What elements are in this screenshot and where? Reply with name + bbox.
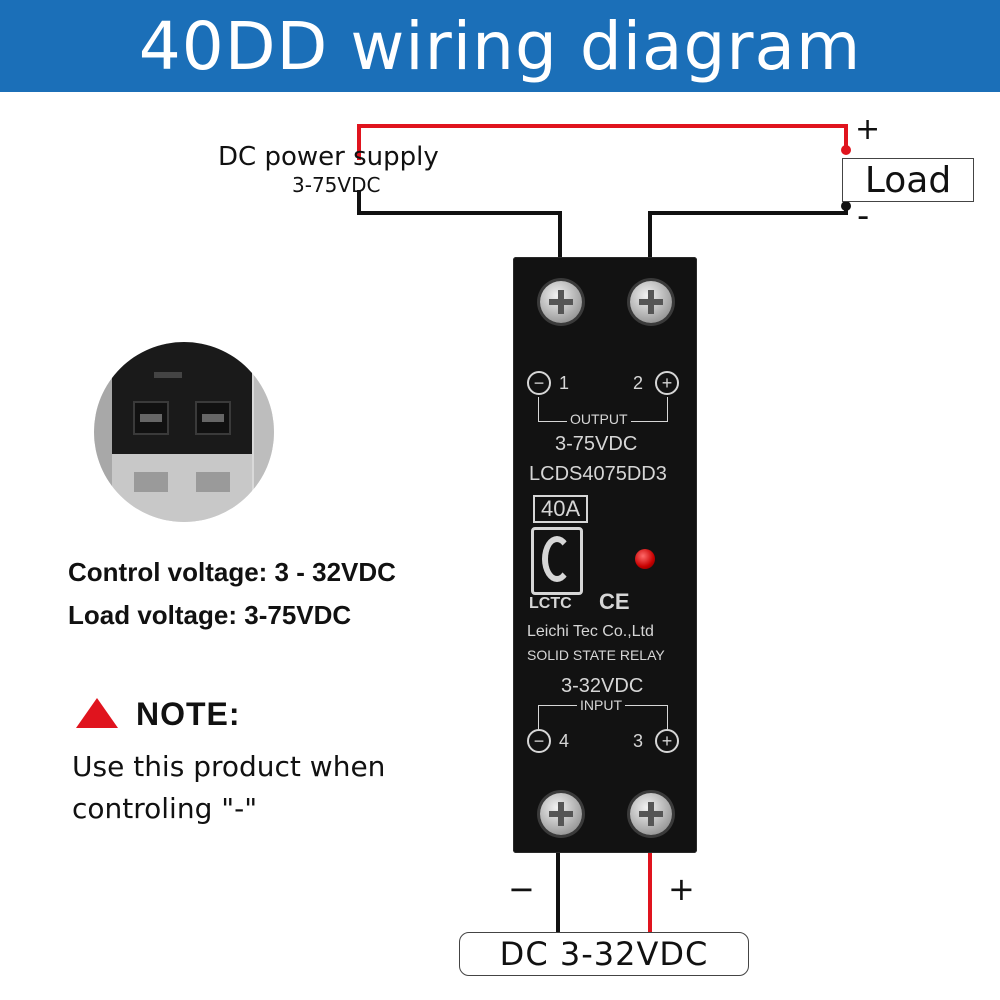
terminal-1-minus-icon: − [527, 371, 551, 395]
terminal-3-screw-icon [630, 793, 672, 835]
product-name: SOLID STATE RELAY [527, 647, 665, 663]
output-voltage: 3-75VDC [555, 433, 638, 455]
load-plus-sign: + [855, 112, 881, 147]
input-minus-sign: − [508, 870, 535, 908]
input-plus-sign: + [668, 870, 695, 908]
input-supply-box: DC 3-32VDC [459, 932, 749, 976]
positive-supply-wire [357, 124, 848, 160]
note-line-1: Use this product when [72, 750, 386, 783]
model-number: LCDS4075DD3 [529, 463, 667, 485]
terminal-3-number: 3 [633, 731, 644, 751]
ce-mark: CE [599, 589, 630, 614]
load-positive-node [841, 145, 851, 155]
terminal-4-minus-icon: − [527, 729, 551, 753]
terminal-2-plus-icon: + [655, 371, 679, 395]
supply-label: DC power supply [218, 142, 439, 172]
note-line-2: controling "-" [72, 792, 258, 825]
load-minus-sign: - [857, 196, 870, 236]
control-voltage-spec: Control voltage: 3 - 32VDC [68, 557, 396, 587]
terminal-4-number: 4 [559, 731, 570, 751]
terminal-1-screw-icon [540, 281, 582, 323]
load-voltage-spec: Load voltage: 3-75VDC [68, 600, 352, 630]
terminal-3-plus-icon: + [655, 729, 679, 753]
supply-negative-wire [357, 190, 562, 258]
note-body: Use this product when controling "-" [72, 746, 385, 830]
brand-name: LCTC [529, 595, 572, 612]
terminal-2-screw-icon [630, 281, 672, 323]
load-negative-wire [648, 206, 848, 258]
warning-triangle-icon [76, 698, 118, 728]
terminal-closeup-image [94, 342, 274, 522]
company-name: Leichi Tec Co.,Ltd [527, 623, 654, 640]
terminal-1-number: 1 [559, 373, 570, 393]
terminal-closeup-icon [94, 342, 274, 522]
note-title: NOTE: [136, 696, 241, 732]
page-title: 40DD wiring diagram [138, 7, 862, 85]
output-label: OUTPUT [567, 411, 631, 427]
supply-range: 3-75VDC [292, 173, 381, 197]
input-label: INPUT [577, 697, 625, 713]
input-voltage: 3-32VDC [561, 675, 644, 697]
title-banner: 40DD wiring diagram [0, 0, 1000, 92]
load-box: Load [842, 158, 974, 202]
status-led-icon [635, 549, 655, 569]
terminal-4-screw-icon [540, 793, 582, 835]
load-negative-node [841, 201, 851, 211]
terminal-2-number: 2 [633, 373, 644, 393]
solid-state-relay: − 1 2 + OUTPUT 3-75VDC LCDS4075DD3 40A L… [513, 257, 697, 853]
current-rating: 40A [533, 495, 589, 523]
lctc-logo-icon [531, 527, 583, 595]
